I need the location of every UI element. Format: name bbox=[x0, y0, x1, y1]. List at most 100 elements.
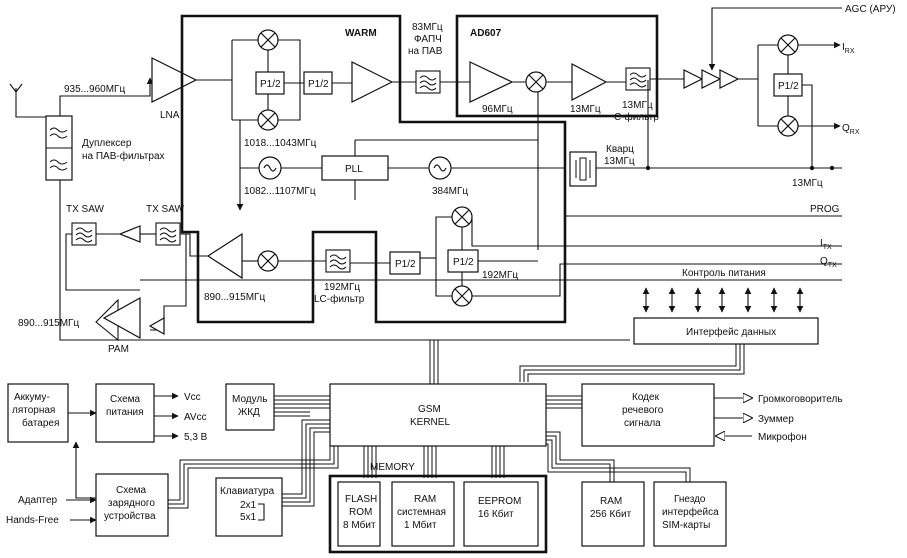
duplexer-label-1: Дуплексер bbox=[82, 138, 132, 149]
warm-chip-outline bbox=[180, 14, 567, 324]
ad607-chip-outline bbox=[455, 14, 659, 118]
codec-label-3: сигнала bbox=[624, 418, 661, 429]
fapch-saw-filter bbox=[415, 70, 441, 94]
tx-saw-1 bbox=[71, 222, 97, 246]
lc-filter bbox=[325, 249, 351, 273]
ram256-label-2: 256 Кбит bbox=[590, 508, 632, 520]
lcd-module-block bbox=[225, 383, 275, 431]
if-amplifier bbox=[351, 61, 394, 103]
f13-out-label: 13МГц bbox=[792, 178, 823, 189]
fapch-label-1: 83МГц bbox=[412, 22, 443, 33]
irx-label: IRX bbox=[842, 42, 855, 55]
speaker-label: Громкоговоритель bbox=[758, 394, 843, 405]
agc-amp-2 bbox=[701, 69, 722, 89]
kvarc-label-1: Кварц bbox=[606, 144, 634, 155]
mixer-96-icon bbox=[525, 71, 547, 93]
gsm-kernel-block bbox=[329, 383, 547, 447]
p12-label-1: P1/2 bbox=[260, 79, 281, 90]
buzzer-label: Зуммер bbox=[758, 414, 794, 425]
battery-label-2: ляторная bbox=[12, 405, 55, 416]
pam-label: PAM bbox=[108, 344, 129, 355]
cfilter-label-2: С-фильтр bbox=[614, 111, 659, 123]
pam-amplifier bbox=[102, 296, 141, 340]
warm-label: WARM bbox=[345, 28, 377, 39]
codec-label-1: Кодек bbox=[632, 392, 660, 403]
v53-label: 5,3 В bbox=[184, 432, 208, 443]
battery-label-1: Аккуму- bbox=[14, 392, 50, 403]
p12-label-5: P1/2 bbox=[395, 259, 416, 270]
gsm-label-1: GSM bbox=[418, 404, 441, 415]
flash-label-3: 8 Мбит bbox=[343, 519, 376, 531]
ram256-label-1: RAM bbox=[600, 496, 622, 507]
battery-block bbox=[7, 383, 69, 443]
charger-label-1: Схема bbox=[116, 485, 147, 496]
charger-label-2: зарядного bbox=[108, 498, 155, 509]
data-interface-arrows bbox=[642, 287, 804, 313]
charger-block bbox=[95, 473, 169, 537]
data-interface-block bbox=[633, 317, 819, 345]
gsm-label-2: KERNEL bbox=[410, 417, 450, 428]
tx-saw-1-label: TX SAW bbox=[66, 204, 105, 215]
duplexer-block bbox=[45, 115, 73, 181]
sim-socket-block bbox=[653, 481, 727, 547]
tx-driver-amp bbox=[118, 225, 141, 243]
mixer-i-icon bbox=[777, 34, 799, 56]
lcd-label-1: Модуль bbox=[232, 394, 267, 405]
flash-label-2: ROM bbox=[349, 507, 372, 518]
tx-mid-freq-label: 890...915МГц bbox=[204, 292, 265, 303]
ad607-label: AD607 bbox=[470, 28, 502, 39]
antenna-icon bbox=[9, 83, 23, 112]
pam-freq-label: 890...915МГц bbox=[18, 318, 79, 329]
mixer-q-icon bbox=[777, 115, 799, 137]
kb5x1-label: 5x1 bbox=[240, 512, 257, 523]
vco-384-icon bbox=[428, 156, 452, 180]
kb2x1-label: 2x1 bbox=[240, 500, 257, 511]
mic-label: Микрофон bbox=[758, 431, 807, 443]
keyboard-label: Клавиатура bbox=[220, 486, 275, 497]
agc-label: AGC (АРУ) bbox=[845, 4, 896, 15]
battery-label-3: батарея bbox=[22, 417, 59, 429]
f13-label: 13МГц bbox=[570, 104, 601, 115]
data-interface-label: Интерфейс данных bbox=[686, 326, 776, 338]
ad607-amplifier bbox=[469, 61, 514, 103]
tx-saw-2 bbox=[155, 222, 181, 246]
power-scheme-label-1: Схема bbox=[110, 394, 141, 405]
ram-sys-label-1: RAM bbox=[414, 494, 436, 505]
power-control-label: Контроль питания bbox=[682, 268, 766, 279]
power-scheme-block bbox=[95, 383, 155, 443]
tx-mixer-q-icon bbox=[451, 285, 473, 307]
sim-label-2: интерфейса bbox=[662, 506, 719, 518]
codec-block bbox=[581, 383, 715, 447]
f96-label: 96МГц bbox=[482, 104, 513, 115]
tx-upmix-icon bbox=[257, 250, 279, 272]
mixer-1-icon bbox=[257, 29, 279, 51]
agc-amp-3 bbox=[719, 69, 740, 89]
memory-label: MEMORY bbox=[370, 462, 415, 473]
duplexer-label-2: на ПАВ-фильтрах bbox=[82, 150, 165, 162]
pll-label: PLL bbox=[345, 164, 363, 175]
memory-outline bbox=[328, 474, 548, 554]
lc-label-1: 192МГц bbox=[324, 282, 360, 293]
sim-label-3: SIM-карты bbox=[662, 520, 710, 531]
ram-sys-label-2: системная bbox=[397, 507, 446, 518]
charger-label-3: устройства bbox=[104, 511, 156, 522]
agc-amp-1 bbox=[683, 69, 704, 89]
qtx-label: QTX bbox=[820, 256, 837, 269]
keyboard-block bbox=[215, 477, 283, 537]
itx-label: ITX bbox=[820, 238, 832, 251]
lc-label-2: LC-фильтр bbox=[314, 293, 365, 305]
fapch-label-2: ФАПЧ bbox=[414, 34, 442, 45]
mixer-2-icon bbox=[257, 109, 279, 131]
fapch-label-3: на ПАВ bbox=[408, 46, 443, 57]
ram-sys-label-3: 1 Мбит bbox=[404, 519, 437, 531]
handsfree-label: Hands-Free bbox=[6, 515, 59, 526]
p12-label-3: P1/2 bbox=[778, 81, 799, 92]
kvarc-label-2: 13МГц bbox=[604, 156, 635, 167]
ad607-amp-2 bbox=[571, 63, 608, 101]
prog-label: PROG bbox=[810, 204, 840, 215]
avcc-label: AVcc bbox=[184, 412, 207, 423]
lo1-freq-label: 1018...1043МГц bbox=[244, 138, 317, 149]
lcd-label-2: ЖКД bbox=[238, 407, 260, 418]
tx-saw-2-label: TX SAW bbox=[146, 204, 185, 215]
